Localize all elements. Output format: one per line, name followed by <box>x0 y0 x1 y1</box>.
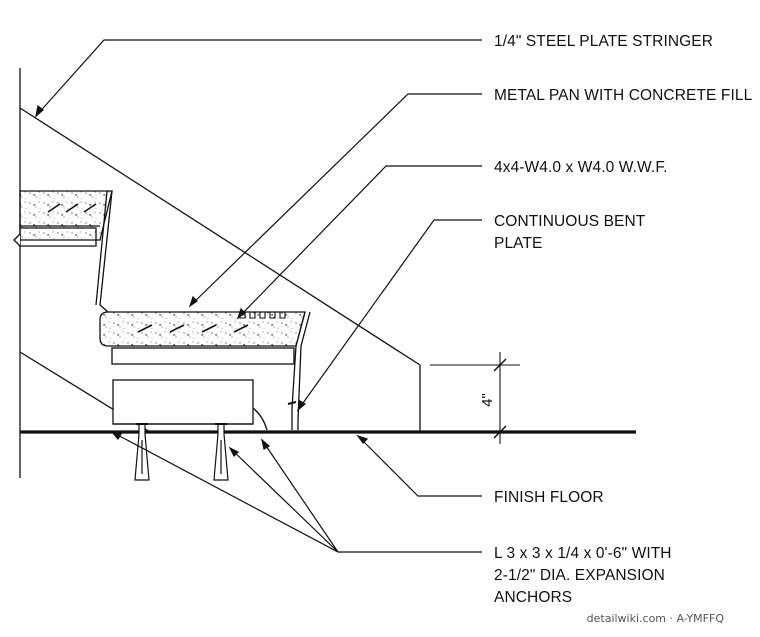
label-angle-1: L 3 x 3 x 1/4 x 0'-6" WITH <box>494 545 672 562</box>
label-bent-plate-2: PLATE <box>494 235 543 252</box>
continuous-bent-plate <box>287 311 311 430</box>
label-stringer: 1/4" STEEL PLATE STRINGER <box>494 33 714 50</box>
watermark: detailwiki.com · A-YMFFQ <box>586 612 724 625</box>
steel-angle <box>112 379 268 431</box>
dimension-4-inch <box>430 352 520 444</box>
expansion-anchor-right <box>213 423 229 481</box>
upper-tread <box>13 190 113 247</box>
label-angle-3: ANCHORS <box>494 589 573 606</box>
dimension-label: 4" <box>479 393 496 407</box>
lower-tread <box>99 311 306 365</box>
leader-lines <box>35 39 482 553</box>
label-finish-floor: FINISH FLOOR <box>494 489 604 506</box>
metal-pan-riser <box>95 190 113 313</box>
label-metal-pan: METAL PAN WITH CONCRETE FILL <box>494 87 753 104</box>
label-wwf: 4x4-W4.0 x W4.0 W.W.F. <box>494 159 668 176</box>
expansion-anchor-left <box>134 423 150 481</box>
label-angle-2: 2-1/2" DIA. EXPANSION <box>494 567 665 584</box>
label-bent-plate-1: CONTINUOUS BENT <box>494 213 646 230</box>
